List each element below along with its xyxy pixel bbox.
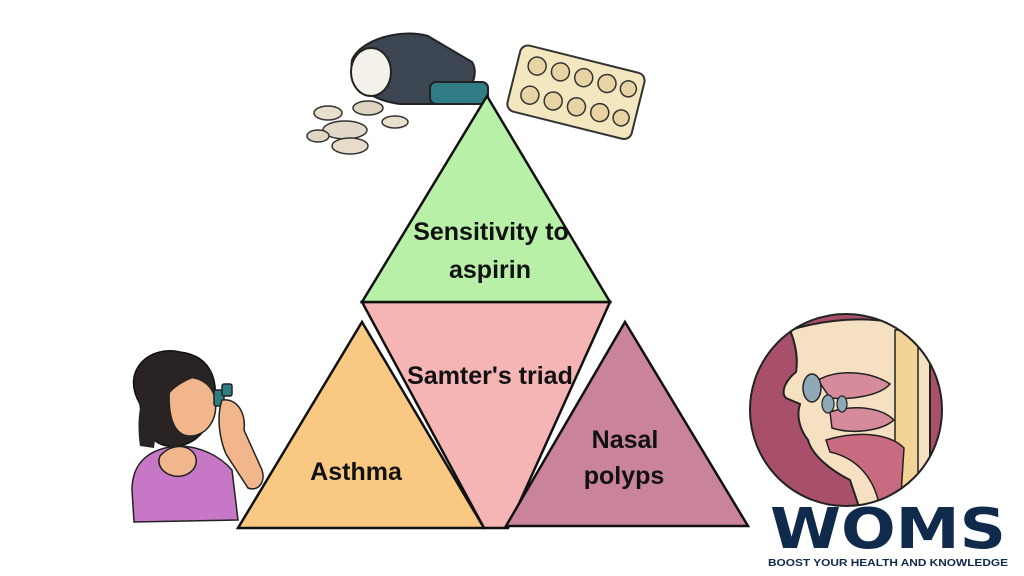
logo-tagline: BOOST YOUR HEALTH AND KNOWLEDGE — [768, 558, 1008, 569]
blister-pack-icon — [506, 44, 646, 141]
left-label: Asthma — [310, 458, 403, 486]
woman-with-inhaler-icon — [131, 350, 264, 523]
triad-pyramid — [235, 93, 751, 530]
woms-logo: WOMS BOOST YOUR HEALTH AND KNOWLEDGE — [768, 497, 1008, 569]
left-triangle — [235, 319, 487, 530]
nasal-cross-section-icon — [749, 313, 943, 507]
top-label-line-2: aspirin — [449, 256, 531, 284]
top-label-line-1: Sensitivity to — [413, 218, 569, 246]
center-label: Samter's triad — [407, 362, 573, 390]
right-triangle — [503, 319, 751, 528]
pill-bottle-icon — [306, 32, 489, 155]
right-label-line-1: Nasal — [592, 426, 659, 454]
right-label-line-2: polyps — [584, 462, 665, 490]
top-triangle — [359, 93, 613, 304]
logo-letters: WOMS — [770, 497, 1006, 562]
